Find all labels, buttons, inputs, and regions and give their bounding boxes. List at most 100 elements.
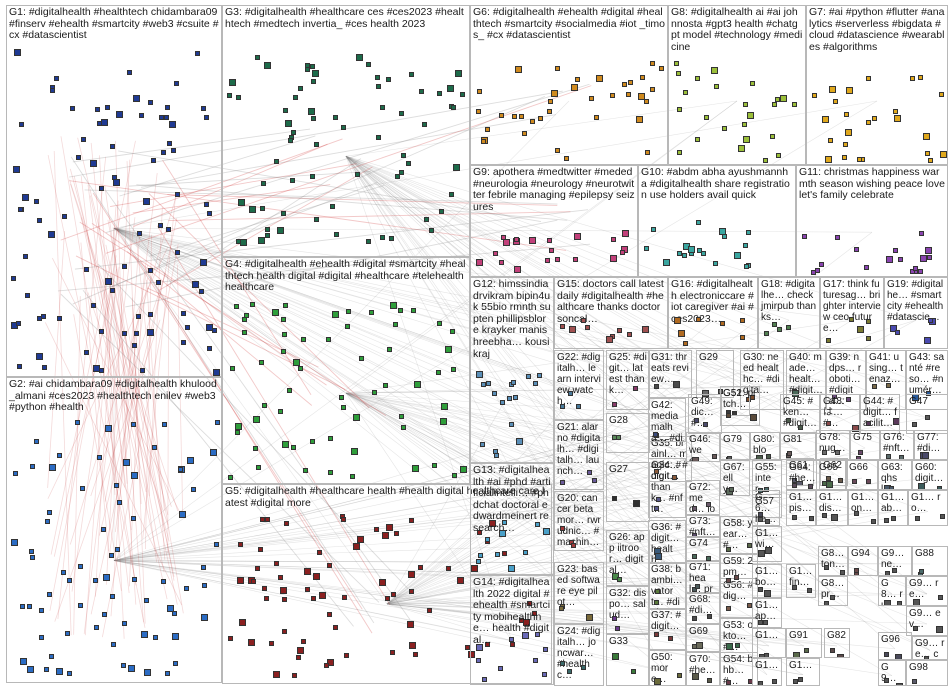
vertex-node[interactable] [305,63,310,68]
vertex-node[interactable] [310,64,315,69]
vertex-node[interactable] [893,109,898,114]
vertex-node[interactable] [923,133,930,140]
vertex-node[interactable] [48,231,55,238]
vertex-node[interactable] [485,537,490,542]
vertex-node[interactable] [555,148,560,153]
vertex-node[interactable] [772,322,777,327]
vertex-node[interactable] [939,92,944,97]
vertex-node[interactable] [919,569,924,574]
vertex-node[interactable] [317,550,322,555]
vertex-node[interactable] [285,120,292,127]
vertex-node[interactable] [121,663,126,668]
vertex-node[interactable] [159,115,164,120]
vertex-node[interactable] [110,144,115,149]
vertex-node[interactable] [585,325,590,330]
vertex-node[interactable] [746,230,751,235]
vertex-node[interactable] [413,652,418,657]
vertex-node[interactable] [293,95,298,100]
vertex-node[interactable] [264,596,269,601]
vertex-node[interactable] [499,260,504,265]
vertex-node[interactable] [891,516,896,521]
vertex-node[interactable] [707,678,712,683]
group-g80[interactable]: G80: bloc… [750,432,780,460]
vertex-node[interactable] [833,99,838,104]
group-g31[interactable]: G31: threats review… [648,350,692,398]
vertex-node[interactable] [390,302,397,309]
vertex-node[interactable] [842,155,847,160]
vertex-node[interactable] [57,453,62,458]
vertex-node[interactable] [896,683,903,686]
vertex-node[interactable] [326,337,331,342]
vertex-node[interactable] [631,669,636,674]
vertex-node[interactable] [27,604,32,609]
group-g63[interactable]: G63: qhsl… #… [878,460,912,490]
vertex-node[interactable] [345,324,350,329]
vertex-node[interactable] [695,137,700,142]
vertex-node[interactable] [555,66,560,71]
vertex-node[interactable] [750,81,755,86]
vertex-node[interactable] [380,105,385,110]
vertex-node[interactable] [269,641,274,646]
vertex-node[interactable] [29,549,34,554]
group-g69[interactable]: G69 [686,624,720,652]
vertex-node[interactable] [663,259,670,266]
vertex-node[interactable] [925,151,930,156]
vertex-node[interactable] [807,588,812,593]
vertex-node[interactable] [560,404,565,409]
group-g50[interactable]: G50: more… [648,650,686,686]
vertex-node[interactable] [297,647,304,654]
vertex-node[interactable] [627,332,632,337]
vertex-node[interactable] [612,402,617,407]
vertex-node[interactable] [449,192,454,197]
vertex-node[interactable] [654,678,661,685]
vertex-node[interactable] [376,84,381,89]
vertex-node[interactable] [750,414,757,421]
vertex-node[interactable] [682,253,687,258]
vertex-node[interactable] [925,247,932,254]
vertex-node[interactable] [758,681,763,686]
group-g64[interactable]: G64: #he… [786,460,820,490]
vertex-node[interactable] [262,586,267,591]
vertex-node[interactable] [535,522,540,527]
vertex-node[interactable] [735,643,740,648]
vertex-node[interactable] [574,233,581,240]
group-g71[interactable]: G71: heal… pred… [686,560,720,594]
vertex-node[interactable] [65,631,70,636]
vertex-node[interactable] [409,72,414,77]
vertex-node[interactable] [342,595,347,600]
vertex-node[interactable] [765,519,770,524]
vertex-node[interactable] [181,311,186,316]
group-g33[interactable]: G33 [606,634,650,686]
vertex-node[interactable] [137,231,142,236]
vertex-node[interactable] [238,199,245,206]
group-g78[interactable]: G78: nug… [816,430,850,460]
vertex-node[interactable] [744,264,749,269]
vertex-node[interactable] [616,435,621,440]
vertex-node[interactable] [393,322,398,327]
vertex-node[interactable] [291,445,296,450]
group-g9d[interactable]: G9… [878,660,906,686]
vertex-node[interactable] [912,679,917,684]
vertex-node[interactable] [628,80,633,85]
vertex-node[interactable] [482,677,487,682]
vertex-node[interactable] [174,81,179,86]
vertex-node[interactable] [214,542,219,547]
vertex-node[interactable] [280,587,287,594]
vertex-node[interactable] [274,159,279,164]
vertex-node[interactable] [559,606,564,611]
vertex-node[interactable] [822,513,827,518]
vertex-node[interactable] [230,366,235,371]
vertex-node[interactable] [391,592,396,597]
vertex-node[interactable] [493,251,498,256]
vertex-node[interactable] [158,223,163,228]
vertex-node[interactable] [828,138,833,143]
vertex-node[interactable] [123,459,130,466]
group-g19[interactable]: G19: #digitalhe… #smartcity #ehealth #da… [884,277,948,349]
vertex-node[interactable] [187,457,194,464]
vertex-node[interactable] [45,519,50,524]
vertex-node[interactable] [167,141,172,146]
vertex-node[interactable] [668,636,673,641]
group-g91[interactable]: G91 [786,628,822,658]
vertex-node[interactable] [822,450,827,455]
vertex-node[interactable] [492,391,497,396]
